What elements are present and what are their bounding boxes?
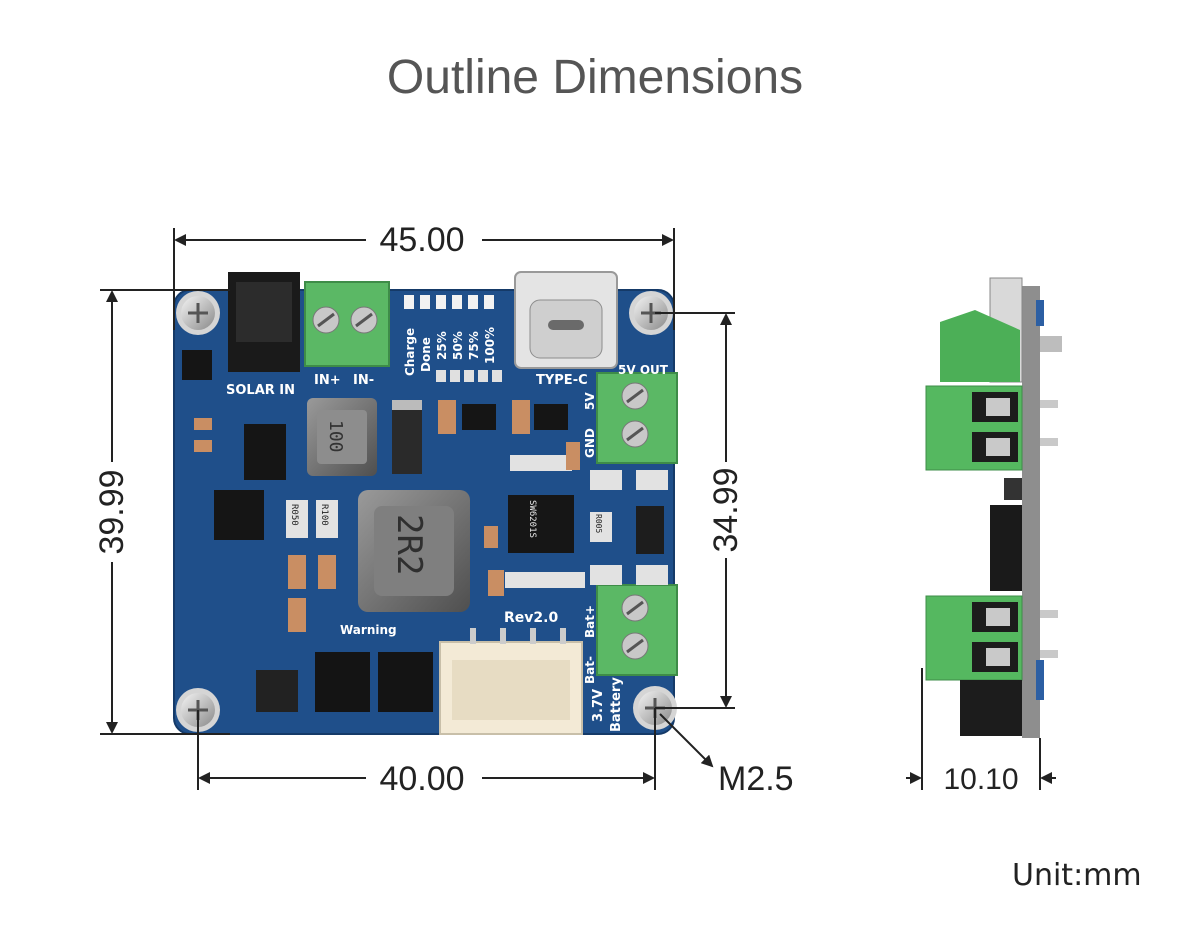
label-bat-pos: Bat+ (583, 605, 597, 638)
dim-thickness: 10.10 (943, 763, 1018, 796)
usb-type-c-connector (514, 271, 618, 369)
transistor-1 (462, 404, 496, 430)
unit-label: Unit:mm (1012, 858, 1142, 893)
page-title: Outline Dimensions (386, 51, 804, 104)
side-inductor (990, 505, 1022, 591)
pcb-side-view (925, 277, 1062, 738)
capacitors (194, 400, 580, 632)
label-bat-neg: Bat- (583, 656, 597, 684)
label-inductor-2r2: 2R2 (389, 514, 429, 575)
transistor-3 (182, 350, 212, 380)
label-done: Done (419, 337, 433, 372)
side-jst (960, 680, 1022, 736)
output-terminal-block (596, 372, 678, 464)
label-in-neg: IN- (353, 373, 374, 388)
ic-left-mid (214, 490, 264, 540)
label-charge: Charge (403, 328, 417, 376)
dim-hole-spacing-x: 40.00 (379, 760, 464, 798)
diode (392, 400, 422, 474)
push-button (636, 506, 664, 554)
side-terminal-top (925, 310, 1058, 471)
label-battery-voltage: 3.7V (591, 689, 606, 722)
label-gnd: GND (583, 428, 597, 458)
main-ic (508, 495, 574, 553)
dimension-lines (100, 228, 735, 790)
label-solar-in: SOLAR IN (226, 383, 295, 398)
small-inductor (307, 398, 377, 476)
led-pad-row (436, 370, 502, 382)
label-main-ic: SW6201S (527, 500, 537, 538)
label-inductor-100: 100 (325, 420, 346, 453)
label-r050: R050 (289, 504, 299, 526)
label-r100: R100 (319, 504, 329, 526)
transistor-2 (534, 404, 568, 430)
mosfet-2 (378, 652, 433, 712)
label-battery: Battery (609, 677, 624, 732)
input-terminal-block (304, 281, 390, 367)
dim-hole-spacing-y: 34.99 (707, 467, 745, 552)
label-warning: Warning (340, 623, 397, 637)
label-100pct: 100% (483, 327, 497, 364)
dim-board-width: 45.00 (379, 221, 464, 259)
passive-parts (286, 455, 668, 588)
label-r005: R005 (594, 514, 603, 533)
mosfet-1 (315, 652, 370, 712)
jst-battery-connector (439, 628, 583, 735)
ic-bottom-left (256, 670, 298, 712)
label-75pct: 75% (467, 331, 481, 360)
side-terminal-bottom (925, 595, 1058, 681)
label-rev: Rev2.0 (504, 610, 558, 626)
side-pcb-edge (1022, 286, 1040, 738)
large-inductor (358, 490, 470, 612)
dim-screw-size: M2.5 (718, 760, 794, 798)
thickness-dimension (906, 668, 1056, 790)
label-50pct: 50% (451, 331, 465, 360)
battery-terminal-block (596, 584, 678, 676)
label-type-c: TYPE-C (536, 373, 588, 388)
label-5v-out: 5V OUT (618, 363, 669, 377)
label-5v: 5V (583, 392, 597, 410)
label-in-pos: IN+ (314, 373, 341, 388)
ic-left-top (244, 424, 286, 480)
pcb-top-view: SOLAR IN IN+ IN- Charge Done 25% 50% 75%… (173, 271, 678, 735)
screw-top-left (176, 291, 220, 335)
label-25pct: 25% (435, 331, 449, 360)
dim-board-height: 39.99 (93, 469, 131, 554)
charge-led-row (404, 295, 494, 309)
